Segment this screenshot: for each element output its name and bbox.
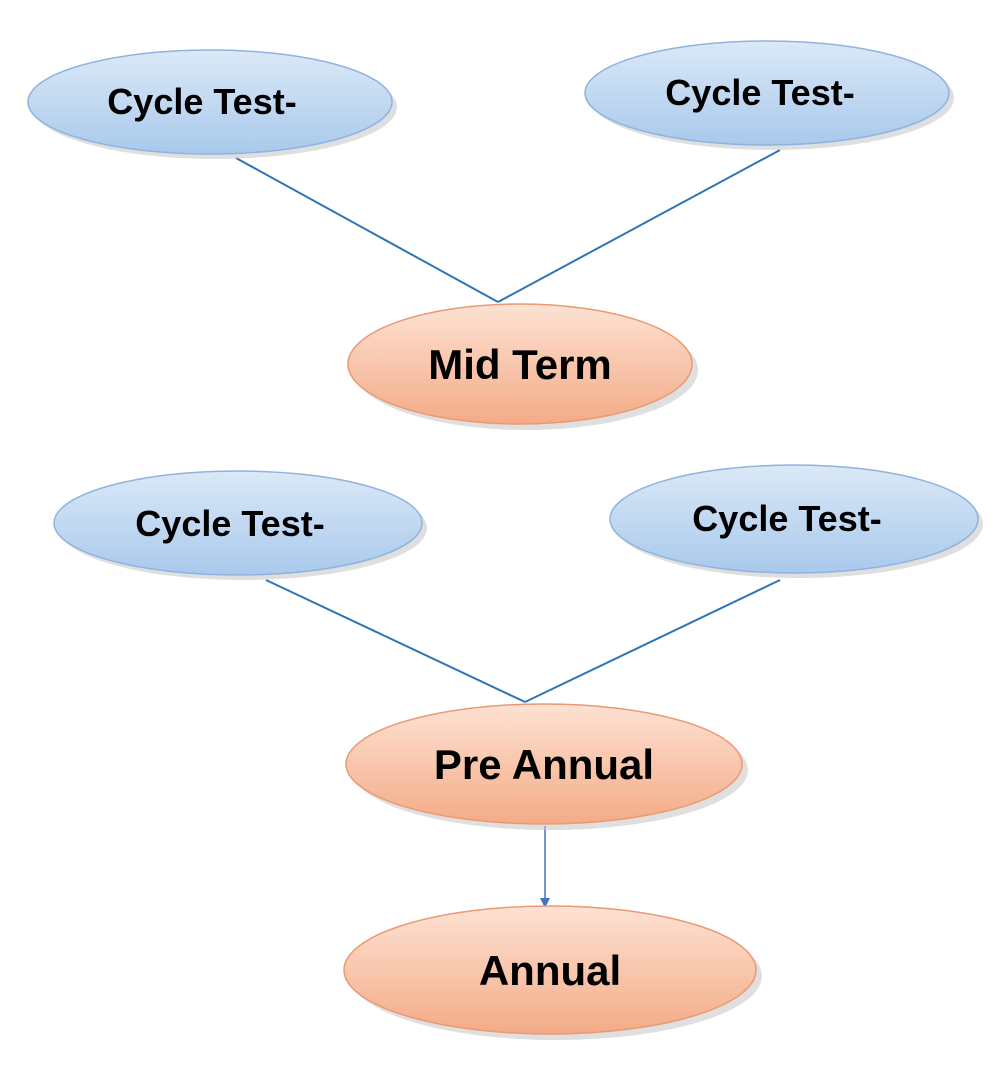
node-cycle-test-1: Cycle Test- — [27, 49, 397, 159]
node-label: Mid Term — [428, 341, 612, 388]
node-cycle-test-4: Cycle Test- — [609, 464, 983, 578]
node-pre-annual: Pre Annual — [345, 703, 748, 830]
node-label: Cycle Test- — [107, 81, 296, 122]
node-cycle-test-3: Cycle Test- — [53, 470, 427, 580]
node-label: Cycle Test- — [135, 503, 324, 544]
node-mid-term: Mid Term — [347, 303, 698, 430]
node-label: Annual — [479, 947, 621, 994]
connector-cycle-test-4-to-pre-annual — [524, 579, 781, 703]
connector-cycle-test-1-to-mid-term — [235, 157, 499, 303]
node-annual: Annual — [343, 905, 762, 1040]
node-label: Cycle Test- — [692, 498, 881, 539]
connector-cycle-test-3-to-pre-annual — [265, 579, 526, 703]
connector-cycle-test-2-to-mid-term — [497, 149, 781, 303]
node-label: Cycle Test- — [665, 72, 854, 113]
node-label: Pre Annual — [434, 741, 654, 788]
node-cycle-test-2: Cycle Test- — [584, 40, 954, 150]
